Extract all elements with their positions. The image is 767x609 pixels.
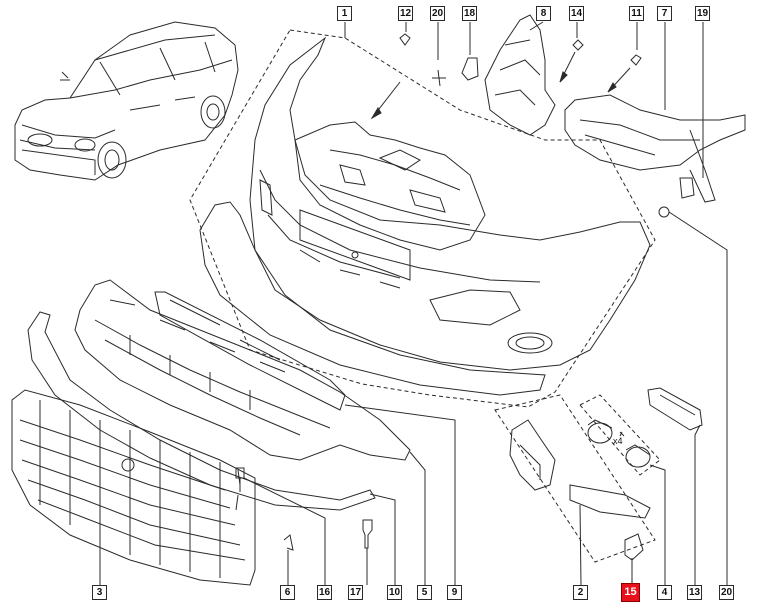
grille-trim-strip (27, 311, 376, 511)
callout-part-5[interactable]: 5 (417, 585, 432, 600)
bumper-bracket-left (484, 14, 556, 136)
callout-part-20-bottom[interactable]: 20 (719, 585, 734, 600)
bumper-bracket-right (564, 94, 746, 203)
tow-hook-cover (624, 533, 644, 561)
callout-part-2[interactable]: 2 (573, 585, 588, 600)
callout-part-19[interactable]: 19 (695, 6, 710, 21)
retaining-clips (399, 33, 695, 218)
callout-part-15-highlighted[interactable]: 15 (621, 583, 640, 602)
callout-part-17[interactable]: 17 (348, 585, 363, 600)
callout-part-12[interactable]: 12 (398, 6, 413, 21)
upper-support-panel (294, 121, 486, 251)
callout-part-14[interactable]: 14 (569, 6, 584, 21)
callout-part-20-top[interactable]: 20 (430, 6, 445, 21)
callout-part-7[interactable]: 7 (657, 6, 672, 21)
bumper-lower-lip (199, 201, 546, 396)
callout-part-8[interactable]: 8 (536, 6, 551, 21)
callout-part-16[interactable]: 16 (317, 585, 332, 600)
small-hardware (235, 467, 373, 551)
callout-part-4[interactable]: 4 (657, 585, 672, 600)
front-bumper-cover (249, 36, 651, 371)
quantity-label: x4 (613, 436, 623, 446)
callout-part-3[interactable]: 3 (92, 585, 107, 600)
callout-part-10[interactable]: 10 (387, 585, 402, 600)
fog-lamp-bracket (647, 387, 703, 431)
leader-lines (99, 21, 728, 586)
car-illustration (14, 21, 239, 181)
callout-part-13[interactable]: 13 (687, 585, 702, 600)
callout-part-1[interactable]: 1 (337, 6, 352, 21)
callout-part-18[interactable]: 18 (462, 6, 477, 21)
arrows (370, 51, 631, 120)
lower-grille (11, 389, 256, 586)
callout-part-6[interactable]: 6 (280, 585, 295, 600)
bumper-group-outline (189, 29, 656, 408)
lower-grille-support (74, 279, 411, 461)
foglamp-parts-outline (579, 394, 661, 476)
fog-lamps (587, 419, 651, 468)
callout-part-11[interactable]: 11 (629, 6, 644, 21)
fog-lamp-bezel (509, 419, 651, 519)
foglamp-group-outline (494, 394, 656, 563)
lower-reinforcement-strip (154, 291, 346, 411)
callout-part-9[interactable]: 9 (447, 585, 462, 600)
